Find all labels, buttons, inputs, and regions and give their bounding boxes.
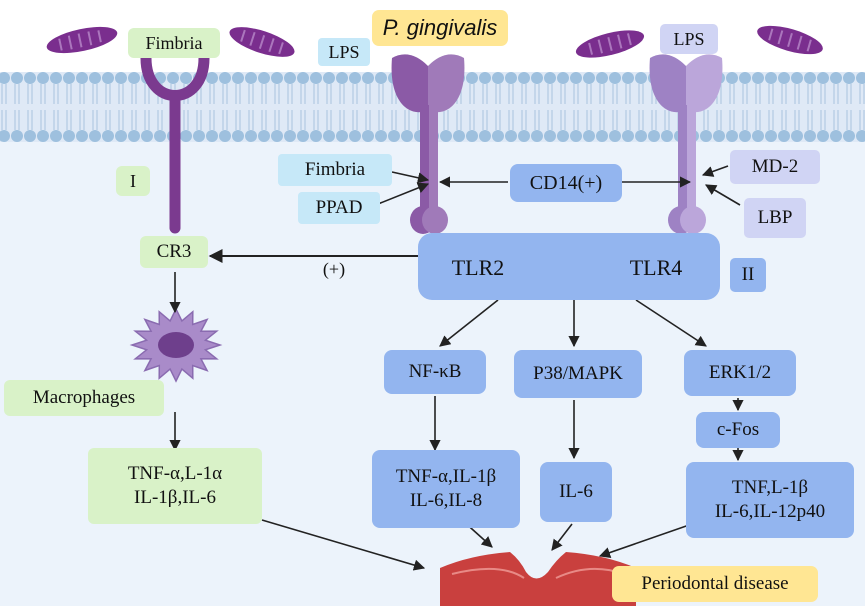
arrow-tlr-to-erk — [635, 299, 707, 347]
erk-cytokines-line-2: IL-6,IL-12p40 — [714, 501, 826, 522]
membrane-lipid-heads-inner — [0, 130, 865, 142]
md2-label: MD-2 — [730, 150, 820, 184]
cfos-label: c-Fos — [696, 412, 780, 448]
cr3-receptor — [140, 52, 210, 234]
arrows — [169, 165, 744, 571]
erk-cytokines-line-1: TNF,L-1β — [731, 477, 809, 499]
tlr2-receptor — [391, 54, 465, 234]
bacterium-3 — [575, 30, 645, 58]
lps-label-right: LPS — [660, 24, 718, 54]
arrow-macro-cytokines-to-disease — [261, 519, 426, 571]
membrane-lipid-tails — [1, 84, 865, 130]
bacterium-4 — [757, 25, 823, 55]
arrow-lbp-to-tlr4 — [705, 184, 741, 206]
arrow-fimbria-to-tlr2 — [391, 171, 430, 184]
tlr4-receptor — [649, 54, 723, 234]
nfkb-cytokines-box: TNF-α,IL-1β IL-6,IL-8 — [372, 450, 520, 528]
tlr-complex-box — [418, 233, 720, 300]
stage-one-label: I — [116, 166, 150, 196]
macrophage-cell — [129, 307, 223, 383]
lbp-label: LBP — [744, 198, 806, 238]
cr3-label: CR3 — [140, 236, 208, 268]
nfkb-cytokines-line-2: IL-6,IL-8 — [409, 490, 483, 511]
p38-mapk-label: P38/MAPK — [514, 350, 642, 398]
plus-label: (+) — [322, 258, 346, 279]
cd14-label: CD14(+) — [510, 164, 622, 202]
tlr4-label: TLR4 — [629, 255, 683, 281]
arrow-il6-to-disease — [551, 523, 573, 551]
fimbria-label-top: Fimbria — [128, 28, 220, 58]
p38-il6-box: IL-6 — [540, 462, 612, 522]
stage-two-label: II — [730, 258, 766, 292]
ppad-label: PPAD — [298, 192, 380, 224]
arrow-md2-to-tlr4 — [701, 165, 729, 177]
macrophage-cytokines-box: TNF-α,L-1α IL-1β,IL-6 — [88, 448, 262, 524]
gingival-tissue — [440, 552, 636, 606]
bacterium-2 — [229, 27, 295, 57]
arrow-ppad-to-tlr2 — [377, 182, 430, 205]
macrophage-cytokines-line-2: IL-1β,IL-6 — [134, 487, 216, 508]
tlr2-label: TLR2 — [451, 255, 505, 281]
fimbria-label-mid: Fimbria — [278, 154, 392, 186]
erk-cytokines-box: TNF,L-1β IL-6,IL-12p40 — [686, 462, 854, 538]
periodontal-disease-label: Periodontal disease — [612, 566, 818, 602]
lps-label-left: LPS — [318, 38, 370, 66]
arrow-erk-cytokines-to-disease — [598, 523, 693, 558]
nfkb-cytokines-line-1: TNF-α,IL-1β — [395, 466, 497, 488]
bacterium-1 — [46, 26, 118, 54]
macrophage-cytokines-line-1: TNF-α,L-1α — [127, 463, 223, 485]
macrophages-label: Macrophages — [4, 380, 164, 416]
erk12-label: ERK1/2 — [684, 350, 796, 396]
p-gingivalis-label: P. gingivalis — [372, 10, 508, 46]
nfkb-label: NF-κB — [384, 350, 486, 394]
arrow-tlr-to-nfkb — [439, 299, 499, 347]
